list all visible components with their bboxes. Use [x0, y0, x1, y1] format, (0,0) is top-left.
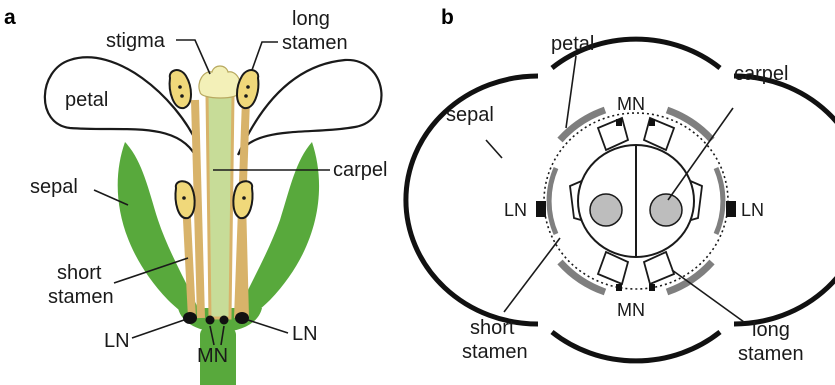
sepal-bottom [552, 332, 720, 361]
label-mn: MN [197, 345, 228, 367]
lateral-nectary-right [235, 312, 249, 324]
stigma-leader [176, 40, 210, 74]
label-sepal: sepal [30, 176, 78, 198]
short-stamen-left-arc [549, 168, 556, 234]
label-short-stamen-1: short [470, 317, 515, 339]
label-carpel: carpel [333, 159, 387, 181]
anther-dot [178, 85, 182, 89]
label-long-stamen-1: long [752, 319, 790, 341]
petal-leader [566, 56, 576, 128]
stigma [199, 66, 240, 98]
short-stamen-left-anther [176, 181, 195, 218]
short-stamen-right-anther [233, 181, 252, 218]
label-ln-right: LN [292, 323, 318, 345]
long-stamen-leader [672, 270, 744, 322]
median-nectary-left [206, 316, 215, 325]
label-short-stamen-2: stamen [462, 341, 528, 363]
short-stamen-leader [504, 238, 560, 312]
label-mn-bottom: MN [617, 300, 645, 320]
label-sepal: sepal [446, 104, 494, 126]
lateral-nectary-left [183, 312, 197, 324]
ln-left-leader [132, 320, 184, 338]
panel-a: a [4, 6, 387, 385]
label-mn-top: MN [617, 94, 645, 114]
panel-a-letter: a [4, 6, 16, 29]
label-short-stamen-1: short [57, 262, 102, 284]
anther-dot [180, 94, 184, 98]
ovule-left [590, 194, 622, 226]
ovule-right [650, 194, 682, 226]
median-nectary-bottom-right [649, 284, 655, 291]
label-stigma: stigma [106, 30, 166, 52]
label-long-stamen-2: stamen [738, 343, 804, 365]
label-carpel: carpel [734, 63, 788, 85]
label-ln-left: LN [104, 330, 130, 352]
long-stamen-leader [252, 42, 278, 70]
median-nectary-top-left [616, 119, 622, 126]
label-ln-left: LN [504, 200, 527, 220]
petal-bottom-right [667, 262, 712, 292]
long-stamen-left-anther [170, 70, 191, 108]
anther-dot [182, 196, 186, 200]
median-nectary-top-right [649, 119, 655, 126]
carpel-pistil [207, 95, 233, 318]
median-nectary-right [220, 316, 229, 325]
label-petal: petal [551, 33, 594, 55]
sepal-leader [486, 140, 502, 158]
panel-b: b [406, 6, 835, 365]
short-stamen-right-arc [716, 168, 723, 234]
anther-dot [244, 94, 248, 98]
label-long-stamen-2: stamen [282, 32, 348, 54]
panel-b-letter: b [441, 6, 454, 29]
long-stamen-right-anther [237, 70, 258, 108]
lateral-nectary-right [726, 201, 736, 217]
right-petal [238, 60, 381, 155]
label-long-stamen-1: long [292, 8, 330, 30]
long-stamen-left-filament [195, 100, 201, 318]
anther-dot [242, 196, 246, 200]
petal-bottom-left [560, 262, 605, 292]
lateral-nectary-left [536, 201, 546, 217]
petal-top-right [667, 110, 712, 140]
median-nectary-bottom-left [616, 284, 622, 291]
ln-right-leader [248, 320, 288, 333]
label-ln-right: LN [741, 200, 764, 220]
label-short-stamen-2: stamen [48, 286, 114, 308]
label-petal: petal [65, 89, 108, 111]
anther-dot [246, 85, 250, 89]
